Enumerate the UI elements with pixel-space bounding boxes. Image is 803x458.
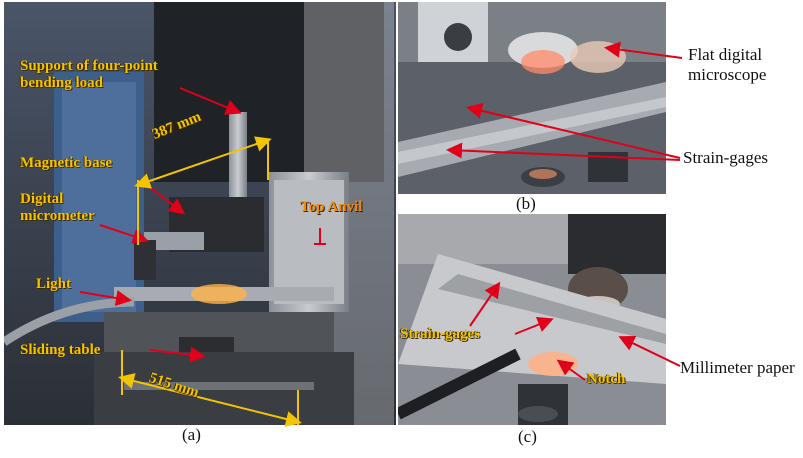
label-support-four-point: Support of four-point bending load	[20, 58, 158, 91]
caption-c: (c)	[518, 427, 537, 446]
label-notch: Notch	[587, 371, 626, 387]
caption-b: (b)	[516, 194, 536, 213]
label-magnetic-base: Magnetic base	[20, 155, 113, 171]
caption-a: (a)	[182, 425, 201, 444]
label-flat-digital-microscope: Flat digital microscope	[688, 45, 767, 85]
label-strain-gages-b: Strain-gages	[683, 148, 768, 167]
photo-notch-closeup	[398, 214, 666, 425]
label-top-anvil: Top Anvil	[300, 199, 363, 215]
label-sliding-table: Sliding table	[20, 342, 101, 358]
photo-microscope-closeup	[398, 2, 666, 194]
label-light: Light	[36, 276, 72, 292]
label-millimeter-paper: Millimeter paper	[680, 358, 795, 377]
label-strain-gages-c: Strain-gages	[400, 326, 480, 342]
label-digital-micrometer: Digital micrometer	[20, 191, 95, 224]
